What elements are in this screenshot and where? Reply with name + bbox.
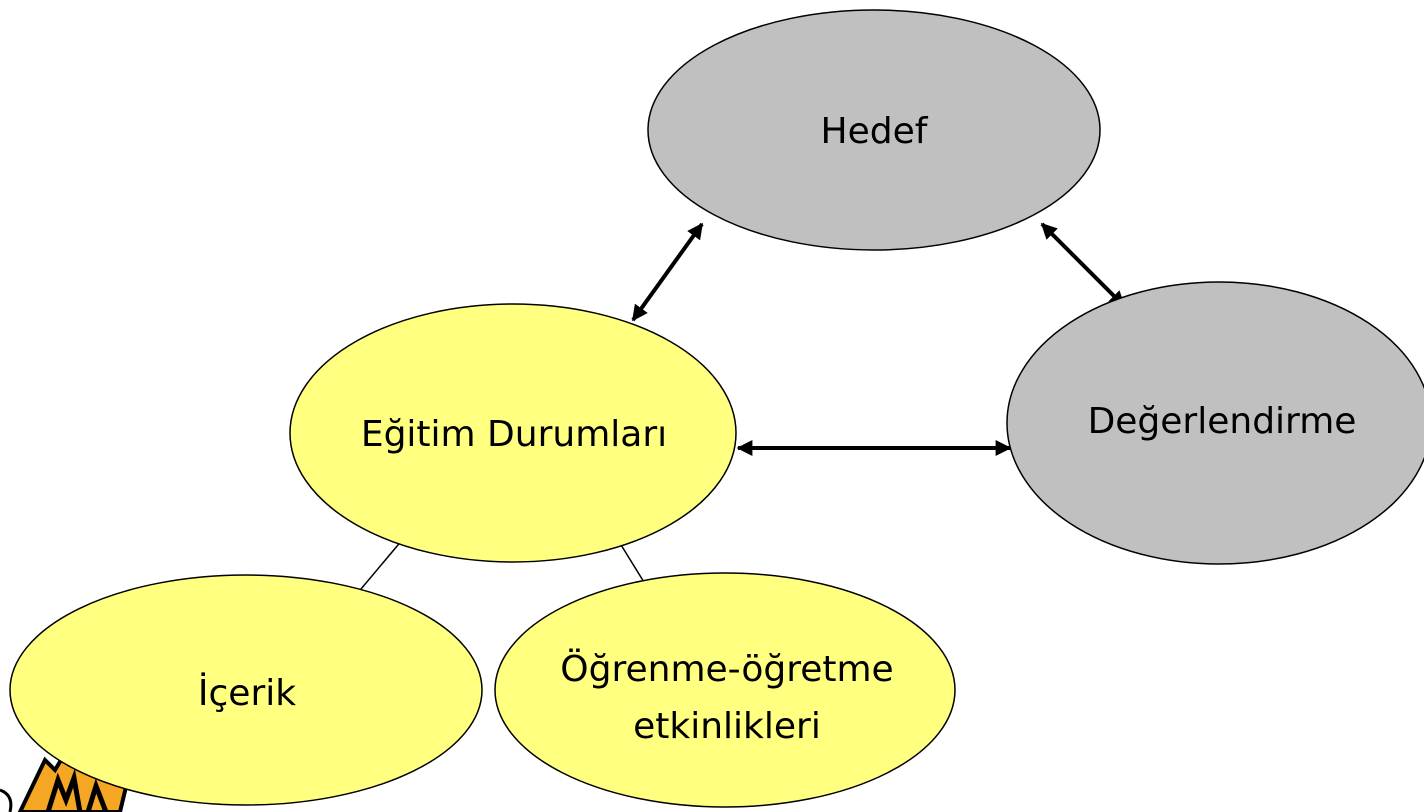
- connector-hedef-egitim: [631, 222, 704, 322]
- node-egitim-durumlari-label: Eğitim Durumları: [361, 414, 667, 455]
- node-ogrenme-ogretme-shape: [494, 572, 956, 808]
- node-degerlendirme: Değerlendirme: [1006, 281, 1424, 565]
- node-ogrenme-ogretme-label-line2: etkinlikleri: [633, 706, 821, 747]
- node-hedef-shape: [647, 9, 1101, 251]
- node-icerik-shape: [9, 574, 483, 806]
- node-hedef-label: Hedef: [821, 111, 929, 152]
- node-egitim-durumlari-shape: [289, 303, 737, 563]
- node-icerik-label: İçerik: [198, 672, 296, 714]
- node-ogrenme-ogretme-label-line1: Öğrenme-öğretme: [560, 648, 893, 690]
- node-hedef: Hedef: [647, 9, 1101, 251]
- connector-hedef-degerlendirme: [1040, 222, 1126, 308]
- node-degerlendirme-label: Değerlendirme: [1088, 401, 1357, 442]
- node-degerlendirme-shape: [1006, 281, 1424, 565]
- node-icerik: İçerik: [9, 574, 483, 806]
- node-ogrenme-ogretme-etkinlikleri: Öğrenme-öğretme etkinlikleri: [494, 572, 956, 808]
- node-egitim-durumlari: Eğitim Durumları: [289, 303, 737, 563]
